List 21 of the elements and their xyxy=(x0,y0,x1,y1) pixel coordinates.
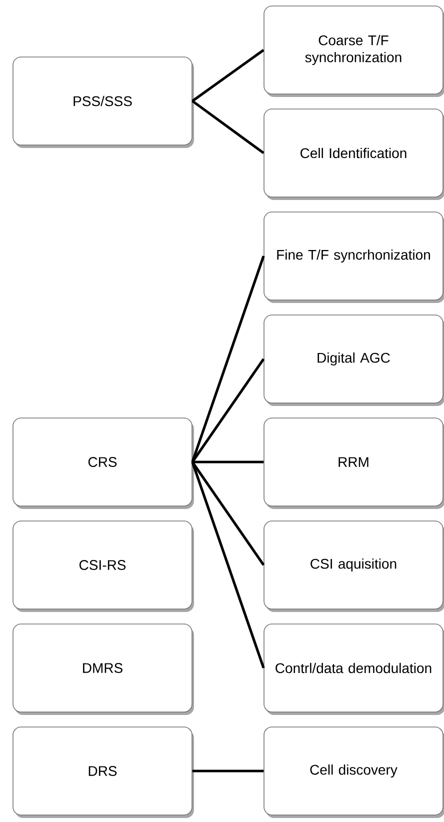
connector-line xyxy=(191,461,265,566)
process-box: CSI aquisition xyxy=(264,520,444,612)
connector-line xyxy=(192,460,264,464)
process-box: Fine T/F syncrhonization xyxy=(264,212,444,303)
process-box: RRM xyxy=(264,418,444,509)
process-box: CRS xyxy=(12,418,194,509)
process-box: CSI-RS xyxy=(12,520,194,612)
process-box: Cell Identification xyxy=(264,108,444,200)
connector-line xyxy=(192,100,264,154)
process-box: DMRS xyxy=(12,624,194,715)
process-box: DRS xyxy=(12,726,194,818)
process-box: Contrl/data demodulation xyxy=(264,624,444,715)
process-box: Coarse T/F synchronization xyxy=(264,6,444,98)
process-box: Digital AGC xyxy=(264,314,444,406)
connector-line xyxy=(191,256,265,462)
connector-line xyxy=(191,358,265,463)
connector-line xyxy=(192,770,264,772)
process-box: Cell discovery xyxy=(264,726,444,818)
connector-line xyxy=(191,462,265,668)
connector-line xyxy=(192,48,264,102)
process-box: PSS/SSS xyxy=(12,56,194,148)
